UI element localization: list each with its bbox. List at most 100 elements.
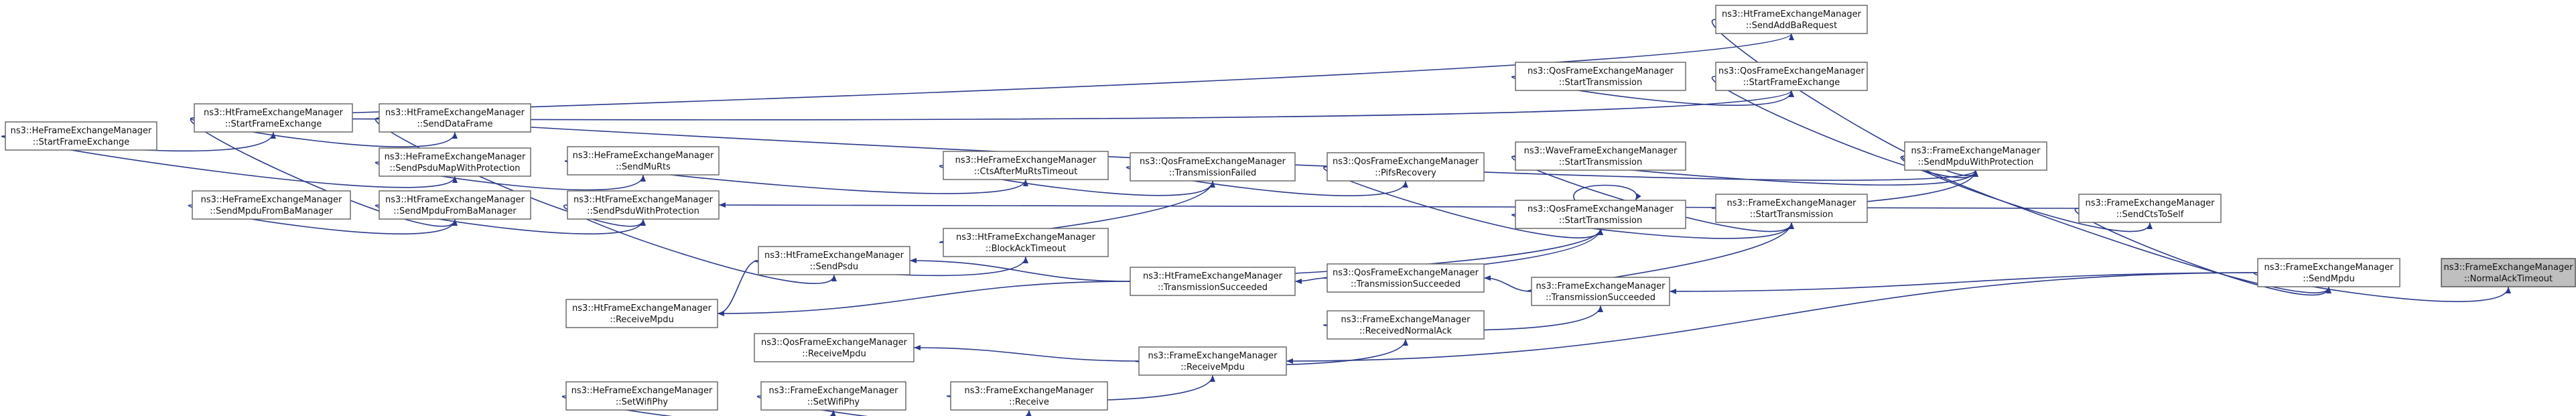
node-class-label: ns3::QosFrameExchangeManager (1528, 204, 1674, 214)
node-class-label: ns3::HeFrameExchangeManager (385, 152, 526, 162)
node-class-label: ns3::FrameExchangeManager (964, 386, 1094, 396)
node-class-label: ns3::HtFrameExchangeManager (204, 108, 344, 118)
edge-qosStartTransmission-to-qosStartTransmission (1573, 184, 1641, 201)
node-method-label: ::Receive (1009, 397, 1049, 407)
node-heSendMuRts[interactable]: ns3::HeFrameExchangeManager::SendMuRts (567, 146, 720, 176)
node-htSendPsdu[interactable]: ns3::HtFrameExchangeManager::SendPsdu (758, 246, 910, 275)
node-sendMpduWithProtection[interactable]: ns3::FrameExchangeManager::SendMpduWithP… (1904, 141, 2047, 171)
node-class-label: ns3::HeFrameExchangeManager (955, 155, 1097, 165)
node-htSendPsduWithProtection[interactable]: ns3::HtFrameExchangeManager::SendPsduWit… (567, 190, 720, 220)
edge-fTransmissionSucceeded-to-qosTransmissionSucceeded (1483, 275, 1532, 292)
node-box (567, 190, 720, 220)
node-class-label: ns3::HtFrameExchangeManager (385, 195, 525, 205)
node-qosStartTransmissionLeft[interactable]: ns3::QosFrameExchangeManager::StartTrans… (1515, 62, 1686, 91)
node-box (5, 121, 157, 151)
node-method-label: ::SetWifiPhy (807, 397, 860, 407)
node-htReceiveMpdu[interactable]: ns3::HtFrameExchangeManager::ReceiveMpdu (565, 299, 718, 328)
node-class-label: ns3::HtFrameExchangeManager (1143, 271, 1283, 281)
node-method-label: ::SendCtsToSelf (2116, 210, 2184, 220)
node-box (1515, 141, 1686, 171)
node-heCtsAfterMuRtsTimeout[interactable]: ns3::HeFrameExchangeManager::CtsAfterMuR… (943, 151, 1109, 180)
node-class-label: ns3::QosFrameExchangeManager (761, 338, 908, 348)
edge-htTransmissionSucceeded-to-htSendPsdu (909, 258, 1131, 282)
node-method-label: ::StartTransmission (1559, 157, 1643, 167)
node-box (194, 103, 353, 133)
edge-htTransmissionSucceeded-to-htReceiveMpdu (717, 281, 1131, 316)
node-method-label: ::SendMpduWithProtection (1918, 157, 2034, 167)
node-target[interactable]: ns3::FrameExchangeManager::NormalAckTime… (2441, 258, 2576, 287)
node-qosReceiveMpdu[interactable]: ns3::QosFrameExchangeManager::ReceiveMpd… (754, 333, 914, 362)
node-box (1515, 200, 1686, 229)
node-box (2441, 258, 2576, 287)
node-class-label: ns3::FrameExchangeManager (1911, 146, 2041, 156)
node-htSendDataFrame[interactable]: ns3::HtFrameExchangeManager::SendDataFra… (379, 103, 531, 133)
node-box (1715, 5, 1868, 34)
node-box (1327, 310, 1485, 340)
node-box (379, 147, 531, 177)
edge-fReceiveMpdu-to-qosReceiveMpdu (913, 345, 1140, 362)
node-box (943, 228, 1109, 257)
node-method-label: ::TransmissionSucceeded (1546, 293, 1655, 303)
node-method-label: ::ReceiveMpdu (1180, 362, 1245, 372)
edge-sendCtsToSelf-to-htSendPsduWithProtection (718, 202, 2080, 209)
node-fReceiveMpdu[interactable]: ns3::FrameExchangeManager::ReceiveMpdu (1138, 346, 1287, 376)
node-receivedNormalAck[interactable]: ns3::FrameExchangeManager::ReceivedNorma… (1327, 310, 1485, 340)
node-class-label: ns3::HtFrameExchangeManager (573, 195, 714, 205)
node-method-label: ::StartFrameExchange (1743, 78, 1840, 88)
node-box (379, 190, 531, 220)
node-qosTransmissionSucceeded[interactable]: ns3::QosFrameExchangeManager::Transmissi… (1327, 263, 1485, 293)
node-htBlockAckTimeout[interactable]: ns3::HtFrameExchangeManager::BlockAckTim… (943, 228, 1109, 257)
node-class-label: ns3::HtFrameExchangeManager (764, 251, 904, 261)
node-method-label: ::StartTransmission (1750, 210, 1834, 220)
node-heStartFrameExchange[interactable]: ns3::HeFrameExchangeManager::StartFrameE… (5, 121, 157, 151)
node-method-label: ::ReceiveMpdu (610, 315, 674, 325)
node-sendCtsToSelf[interactable]: ns3::FrameExchangeManager::SendCtsToSelf (2078, 194, 2222, 223)
node-htStartFrameExchange[interactable]: ns3::HtFrameExchangeManager::StartFrameE… (194, 103, 353, 133)
node-method-label: ::TransmissionSucceeded (1158, 283, 1268, 293)
node-method-label: ::CtsAfterMuRtsTimeout (974, 167, 1077, 177)
nodes-layer: ns3::FrameExchangeManager::NormalAckTime… (5, 5, 2576, 411)
node-method-label: ::SendMpdu (2303, 274, 2354, 284)
node-method-label: ::SendAddBaRequest (1746, 21, 1837, 31)
edge-htSendPsdu-to-htReceiveMpdu (717, 260, 759, 316)
node-method-label: ::ReceiveMpdu (802, 349, 866, 359)
node-class-label: ns3::HtFrameExchangeManager (572, 303, 712, 314)
node-box (1138, 346, 1287, 376)
node-box (565, 381, 718, 411)
node-method-label: ::StartTransmission (1559, 216, 1643, 226)
node-box (192, 190, 351, 220)
node-class-label: ns3::QosFrameExchangeManager (1140, 157, 1286, 167)
node-box (2257, 258, 2400, 287)
node-fSetWifiPhy[interactable]: ns3::FrameExchangeManager::SetWifiPhy (760, 381, 906, 411)
node-box (1130, 267, 1296, 296)
node-waveStartTransmission[interactable]: ns3::WaveFrameExchangeManager::StartTran… (1515, 141, 1686, 171)
node-class-label: ns3::HtFrameExchangeManager (1722, 9, 1862, 19)
node-pifsRecovery[interactable]: ns3::QosFrameExchangeManager::PifsRecove… (1327, 152, 1485, 182)
node-htSendMpduFromBaManager[interactable]: ns3::HtFrameExchangeManager::SendMpduFro… (379, 190, 531, 220)
node-heSendMpduFromBaManager[interactable]: ns3::HeFrameExchangeManager::SendMpduFro… (192, 190, 351, 220)
node-class-label: ns3::FrameExchangeManager (1726, 198, 1856, 208)
node-box (1327, 263, 1485, 293)
edge-qosTransmissionSucceeded-to-htTransmissionSucceeded (1294, 277, 1328, 284)
node-heSetWifiPhy[interactable]: ns3::HeFrameExchangeManager::SetWifiPhy (565, 381, 718, 411)
node-qosTransmissionFailed[interactable]: ns3::QosFrameExchangeManager::Transmissi… (1130, 152, 1296, 182)
node-fReceive[interactable]: ns3::FrameExchangeManager::Receive (950, 381, 1108, 411)
node-method-label: ::TransmissionSucceeded (1351, 279, 1461, 289)
node-qosStartTransmission[interactable]: ns3::QosFrameExchangeManager::StartTrans… (1515, 200, 1686, 229)
node-method-label: ::NormalAckTimeout (2464, 274, 2553, 284)
node-heSendPsduMapWithProtection[interactable]: ns3::HeFrameExchangeManager::SendPsduMap… (379, 147, 531, 177)
node-class-label: ns3::HeFrameExchangeManager (201, 195, 342, 205)
node-box (1531, 277, 1670, 306)
node-class-label: ns3::QosFrameExchangeManager (1333, 268, 1479, 278)
node-box (2078, 194, 2222, 223)
node-qosStartFrameExchange[interactable]: ns3::QosFrameExchangeManager::StartFrame… (1715, 62, 1868, 91)
node-htTransmissionSucceeded[interactable]: ns3::HtFrameExchangeManager::Transmissio… (1130, 267, 1296, 296)
node-box (567, 146, 720, 176)
node-box (758, 246, 910, 275)
node-fStartTransmission[interactable]: ns3::FrameExchangeManager::StartTransmis… (1715, 194, 1868, 223)
node-htSendAddBaRequest[interactable]: ns3::HtFrameExchangeManager::SendAddBaRe… (1715, 5, 1868, 34)
node-box (1327, 152, 1485, 182)
node-sendMpdu[interactable]: ns3::FrameExchangeManager::SendMpdu (2257, 258, 2400, 287)
node-fTransmissionSucceeded[interactable]: ns3::FrameExchangeManager::TransmissionS… (1531, 277, 1670, 306)
